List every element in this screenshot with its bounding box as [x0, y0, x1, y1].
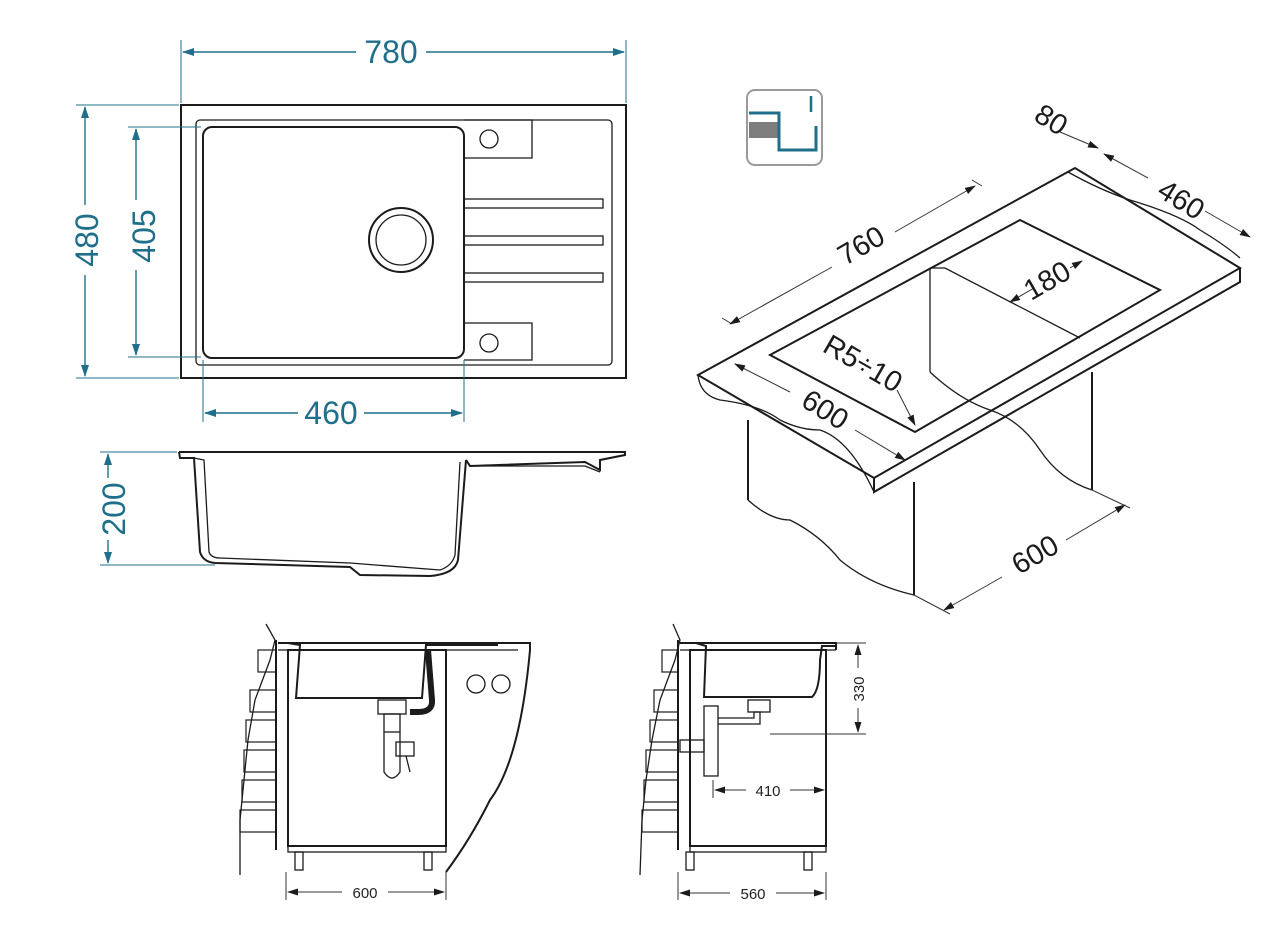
- dimension-line: [734, 363, 791, 393]
- dimension-line: [1103, 153, 1149, 179]
- dim-side-cabinet-depth: 560: [740, 886, 765, 903]
- sink-rim: [195, 119, 613, 366]
- section-top-edge: [179, 451, 626, 472]
- section-drainer: [470, 465, 601, 473]
- cabinet-leg: [803, 851, 813, 871]
- dimension-line: [854, 429, 906, 461]
- cabinet-cut-edge: [747, 499, 915, 596]
- siphon-outlet: [395, 741, 415, 757]
- dimension-line: [1204, 210, 1251, 238]
- iso-dim-bowl-depth: 180: [1019, 255, 1077, 307]
- cabinet-body: [287, 649, 447, 847]
- dimension-line: [729, 266, 833, 325]
- wall-bricks: [641, 649, 679, 833]
- cabinet-leg: [294, 851, 304, 871]
- undermount-flush-icon: [746, 89, 823, 166]
- icon-countertop: [749, 122, 779, 138]
- drainer-rib: [463, 235, 604, 246]
- overflow-pipe: [410, 649, 436, 715]
- dim-front-cabinet-width: 600: [352, 885, 377, 902]
- dim-bowl-depth: 405: [126, 209, 162, 262]
- siphon-leg: [405, 755, 411, 773]
- dim-overall-width: 780: [364, 34, 417, 70]
- drain-fitting: [747, 699, 771, 713]
- drainer-rib: [463, 272, 604, 283]
- countertop-profile: [278, 642, 531, 873]
- iso-dim-drainer: 80: [1029, 98, 1073, 142]
- dimension-line: [1059, 131, 1099, 149]
- extension-line: [721, 317, 733, 325]
- countertop-cut-edge: [697, 374, 875, 493]
- tap-hole-bottom: [479, 333, 499, 353]
- cabinet-base: [689, 845, 827, 853]
- accessory-hole: [491, 674, 511, 694]
- icon-frame: [746, 89, 823, 166]
- radius-leader: [896, 389, 916, 426]
- iso-dim-cabinet-depth: 600: [1007, 529, 1065, 581]
- icon-sink-profile: [749, 111, 818, 152]
- cabinet-back-cut: [929, 371, 1093, 491]
- sink-outline: [180, 104, 627, 379]
- dimension-line: [943, 576, 1003, 611]
- section-bowl-inner: [193, 457, 461, 571]
- cabinet-body: [689, 649, 827, 847]
- extension-line: [1091, 489, 1131, 509]
- wall-bricks: [239, 649, 277, 833]
- dim-overall-depth: 480: [69, 213, 105, 266]
- top-view: 780 480 405 460: [69, 34, 627, 431]
- side-section-view: 200: [96, 451, 626, 578]
- dimension-line: [1009, 287, 1035, 303]
- iso-sink-rim: [767, 218, 1163, 434]
- drain-pipe: [383, 713, 401, 733]
- drain-fitting: [377, 699, 407, 715]
- siphon-trap: [383, 732, 401, 779]
- iso-bowl-back-wall: [930, 267, 1081, 339]
- dimension-line: [1069, 260, 1083, 270]
- drain-inner: [375, 214, 427, 266]
- iso-dim-length: 760: [833, 220, 891, 272]
- countertop-surface: [695, 166, 1242, 480]
- tap-plate-bottom: [464, 322, 533, 361]
- drainer-rib: [463, 198, 604, 209]
- front-sink-bowl: [287, 642, 498, 699]
- iso-dim-radius: R5÷10: [818, 329, 908, 399]
- extension-line: [913, 594, 951, 615]
- drain-outer: [368, 207, 434, 273]
- countertop-back-cut: [1067, 171, 1241, 259]
- install-front-view: 600: [239, 623, 531, 902]
- extension-line: [971, 179, 983, 187]
- cabinet-leg: [423, 851, 433, 871]
- wall-outlet-pipe: [679, 739, 705, 753]
- accessory-hole: [466, 674, 486, 694]
- cabinet-base: [287, 845, 447, 853]
- dim-side-offset: 410: [755, 783, 780, 800]
- countertop-profile: [680, 642, 837, 650]
- isometric-view: 760 80 460 180 R5÷10 600 600: [695, 98, 1251, 615]
- siphon-body: [703, 705, 719, 777]
- countertop-front-edge: [873, 268, 1241, 494]
- dimension-line: [1065, 504, 1126, 541]
- dim-bowl-width: 460: [304, 395, 357, 431]
- tap-hole-top: [479, 129, 499, 149]
- tap-plate-top: [464, 119, 533, 159]
- cabinet-leg: [685, 851, 695, 871]
- dimension-line: [894, 185, 976, 233]
- dim-side-height: 330: [851, 676, 868, 701]
- dim-height: 200: [96, 482, 132, 535]
- side-sink-bowl: [695, 642, 836, 698]
- bowl-outline: [202, 126, 465, 359]
- section-bowl-profile: [178, 451, 467, 578]
- install-side-view: 330 410 560: [639, 623, 868, 903]
- drain-horizontal-pipe: [718, 711, 761, 725]
